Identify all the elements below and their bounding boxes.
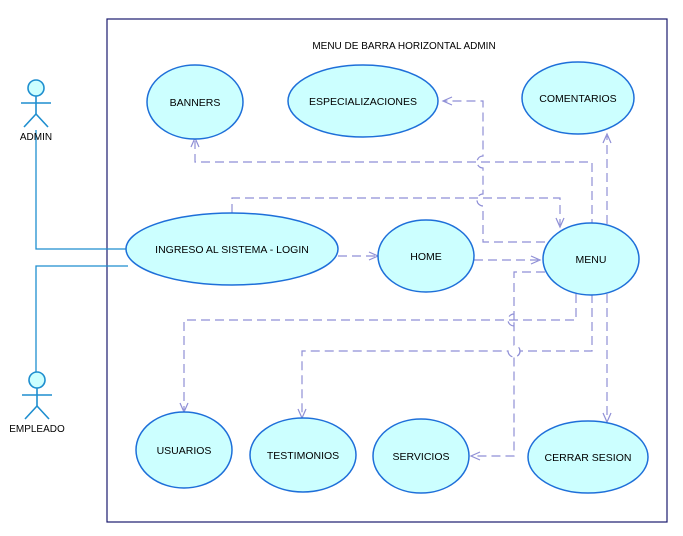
dep-login-menu [231,197,561,225]
actor-empleado-head [28,371,46,389]
arrow-home-menu [530,255,542,265]
dep-menu-usuarios [183,294,577,410]
use-case-banners[interactable]: BANNERS [146,64,244,140]
use-case-servicios[interactable]: SERVICIOS [372,418,470,494]
actor-empleado[interactable]: EMPLEADO [9,371,65,435]
use-case-home[interactable]: HOME [377,219,475,293]
dep-menu-banners [194,141,593,228]
use-case-testimonios[interactable]: TESTIMONIOS [249,417,357,493]
use-case-banners-label: BANNERS [170,97,221,109]
arrow-menu-comentarios [602,132,612,144]
actor-admin-label: ADMIN [20,132,52,143]
use-case-home-label: HOME [410,251,442,263]
system-title: MENU DE BARRA HORIZONTAL ADMIN [312,41,495,52]
use-case-menu-label: MENU [576,254,607,266]
dep-menu-especializaciones [444,100,545,243]
actor-admin[interactable]: ADMIN [20,79,52,143]
use-case-login[interactable]: INGRESO AL SISTEMA - LOGIN [125,212,339,286]
admin-login-association [35,130,128,250]
use-case-usuarios[interactable]: USUARIOS [135,411,233,489]
use-case-especializaciones-label: ESPECIALIZACIONES [309,96,417,108]
use-case-usuarios-label: USUARIOS [157,445,212,457]
use-case-servicios-label: SERVICIOS [393,451,450,463]
actor-admin-head [27,79,45,97]
dep-menu-servicios [472,271,545,457]
use-case-menu[interactable]: MENU [542,222,640,296]
use-case-comentarios[interactable]: COMENTARIOS [521,61,635,135]
use-case-testimonios-label: TESTIMONIOS [267,450,339,462]
empleado-login-association [35,265,128,372]
arrow-login-menu [555,217,565,229]
actor-empleado-label: EMPLEADO [9,424,65,435]
arrow-menu-servicios [469,451,481,461]
arrow-menu-especializaciones [441,96,453,106]
use-case-cerrar-sesion-label: CERRAR SESION [545,452,632,464]
use-case-especializaciones[interactable]: ESPECIALIZACIONES [287,64,439,138]
use-case-login-label: INGRESO AL SISTEMA - LOGIN [155,244,309,256]
use-case-cerrar-sesion[interactable]: CERRAR SESION [527,420,649,494]
use-case-comentarios-label: COMENTARIOS [539,93,616,105]
